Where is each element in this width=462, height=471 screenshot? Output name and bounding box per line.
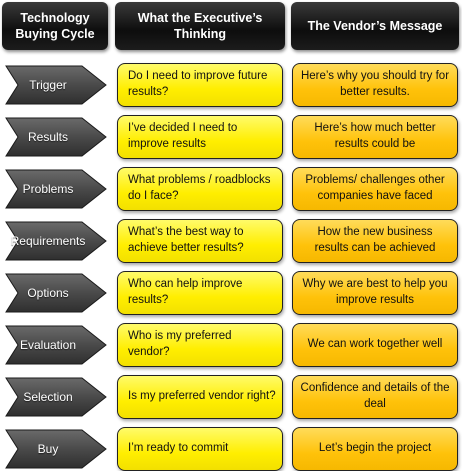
stage-arrow: Options [2, 272, 110, 314]
vendor-message-box: Problems/ challenges other companies hav… [292, 167, 458, 211]
header-vendor-message: The Vendor’s Message [291, 2, 459, 50]
stage-label: Problems [22, 182, 74, 196]
stage-label: Options [27, 286, 69, 300]
vendor-message-box: Why we are best to help you improve resu… [292, 271, 458, 315]
chevron-arrow-icon [5, 117, 107, 157]
executive-thinking-text: What problems / roadblocks do I face? [128, 174, 271, 202]
vendor-message-box: How the new business results can be achi… [292, 219, 458, 263]
chevron-arrow-icon [5, 221, 107, 261]
vendor-message-text: Here’s why you should try for better res… [300, 70, 450, 98]
header-executive-line2: Thinking [173, 27, 227, 41]
stage-label: Requirements [10, 234, 86, 248]
stage-label: Evaluation [19, 338, 77, 352]
chevron-arrow-icon [5, 273, 107, 313]
chevron-arrow-icon [5, 169, 107, 209]
executive-thinking-box: Do I need to improve future results? [117, 63, 283, 107]
header-executive-thinking: What the Executive’s Thinking [115, 2, 285, 50]
stage-label: Buy [37, 442, 59, 456]
executive-thinking-text: Is my preferred vendor right? [128, 390, 276, 403]
vendor-message-text: Problems/ challenges other companies hav… [305, 174, 445, 202]
header-vendor-line1: The Vendor’s Message [307, 18, 443, 33]
header-buying-cycle-line2: Buying Cycle [15, 27, 95, 41]
vendor-message-text: Confidence and details of the deal [300, 382, 450, 410]
executive-thinking-box: I’ve decided I need to improve results [117, 115, 283, 159]
executive-thinking-box: Who is my preferred vendor? [117, 323, 283, 367]
chevron-arrow-icon [5, 325, 107, 365]
executive-thinking-box: What’s the best way to achieve better re… [117, 219, 283, 263]
vendor-message-text: Let’s begin the project [318, 442, 432, 455]
executive-thinking-box: Who can help improve results? [117, 271, 283, 315]
vendor-message-box: We can work together well [292, 323, 458, 367]
vendor-message-box: Here’s how much better results could be [292, 115, 458, 159]
stage-arrow: Trigger [2, 64, 110, 106]
chevron-arrow-icon [5, 377, 107, 417]
executive-thinking-text: Who can help improve results? [128, 278, 243, 306]
executive-thinking-box: I’m ready to commit [117, 427, 283, 471]
chevron-arrow-icon [5, 65, 107, 105]
stage-label: Selection [23, 390, 73, 404]
stage-arrow: Selection [2, 376, 110, 418]
vendor-message-text: Why we are best to help you improve resu… [302, 278, 448, 306]
vendor-message-text: We can work together well [307, 338, 443, 351]
stage-label: Results [27, 130, 68, 144]
vendor-message-text: Here’s how much better results could be [314, 122, 436, 150]
executive-thinking-text: I’ve decided I need to improve results [128, 122, 238, 150]
stage-arrow: Requirements [2, 220, 110, 262]
stage-arrow: Results [2, 116, 110, 158]
executive-thinking-box: What problems / roadblocks do I face? [117, 167, 283, 211]
executive-thinking-text: What’s the best way to achieve better re… [128, 226, 244, 254]
stage-arrow: Evaluation [2, 324, 110, 366]
vendor-message-box: Confidence and details of the deal [292, 375, 458, 419]
executive-thinking-text: Who is my preferred vendor? [128, 330, 232, 358]
vendor-message-box: Let’s begin the project [292, 427, 458, 471]
executive-thinking-text: Do I need to improve future results? [128, 70, 268, 98]
executive-thinking-text: I’m ready to commit [128, 442, 229, 455]
vendor-message-box: Here’s why you should try for better res… [292, 63, 458, 107]
vendor-message-text: How the new business results can be achi… [314, 226, 436, 254]
stage-arrow: Problems [2, 168, 110, 210]
stage-arrow: Buy [2, 428, 110, 470]
header-buying-cycle: Technology Buying Cycle [2, 2, 108, 50]
header-executive-line1: What the Executive’s [137, 10, 263, 25]
header-buying-cycle-line1: Technology [20, 10, 90, 25]
executive-thinking-box: Is my preferred vendor right? [117, 375, 283, 419]
stage-label: Trigger [29, 78, 67, 92]
